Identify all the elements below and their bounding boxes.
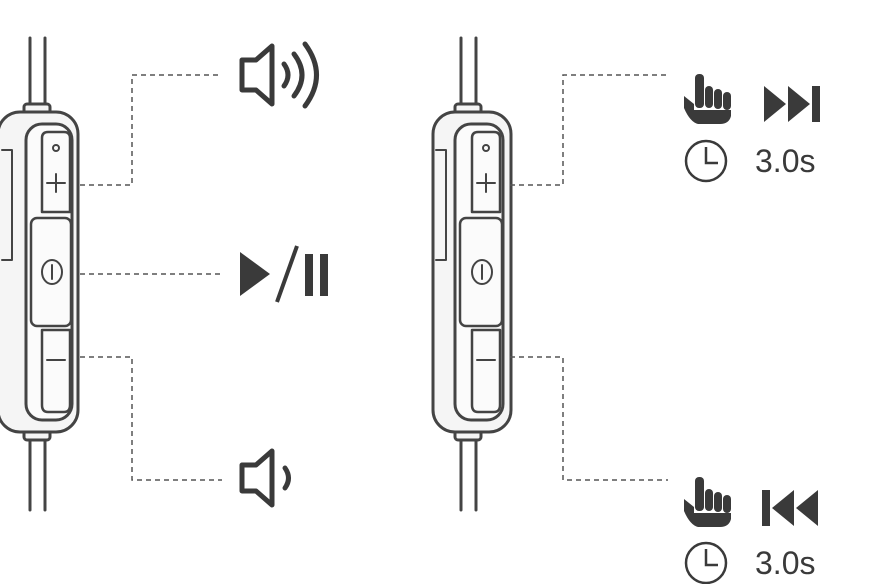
previous-track-hold-time: 3.0s [755,545,816,581]
right-leaders [510,74,668,481]
cable-bottom [28,438,47,512]
mic-hole [52,144,60,152]
volume-down-button [40,328,72,414]
remote-face [453,122,505,422]
play-pause-button [29,216,73,328]
cable-top [459,36,478,110]
cable-top [28,36,47,110]
remote-side-detail [1,149,13,261]
plus-symbol [46,173,66,193]
remote-face [24,122,74,422]
left-remote [0,36,80,512]
leader-previous-track [510,356,668,481]
skip-next-icon [764,86,820,122]
previous-track-button [470,328,502,414]
hand-press-icon [684,477,731,527]
center-symbol [471,259,493,285]
leader-volume-up [80,74,222,186]
next-track-hold-time: 3.0s [755,143,816,179]
center-symbol [41,259,63,285]
clock-icon [684,139,728,183]
next-track-button [470,130,502,214]
speaker-loud-icon [239,41,319,109]
play-pause-icon [240,245,328,303]
leader-volume-down [80,356,222,481]
skip-previous-icon [762,490,818,526]
plus-symbol [476,173,496,193]
center-button [458,216,504,328]
hand-press-icon [684,74,731,124]
cable-bottom [459,438,478,512]
remote-side-detail [435,149,447,261]
leader-next-track [510,74,668,186]
left-leaders [80,74,222,481]
volume-up-button [40,130,72,214]
speaker-quiet-icon [239,448,291,508]
clock-icon [684,541,728,584]
mic-hole [482,144,490,152]
right-remote [431,36,513,512]
